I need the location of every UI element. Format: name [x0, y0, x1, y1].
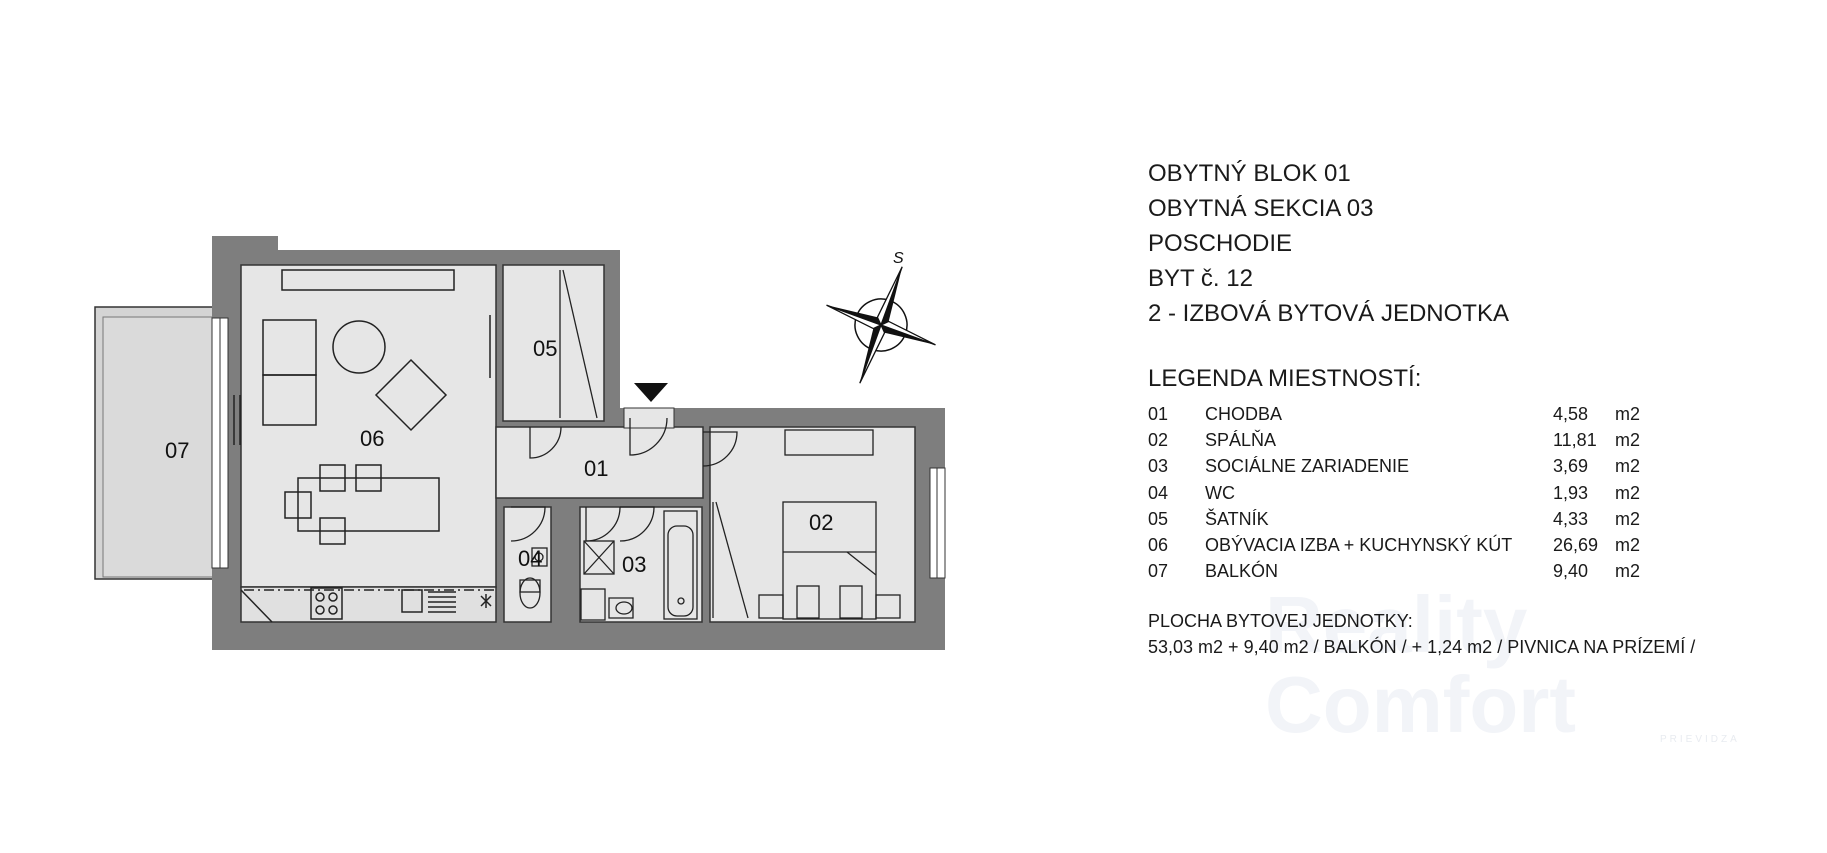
room-label-06: 06 [360, 426, 384, 451]
legend-name: OBÝVACIA IZBA + KUCHYNSKÝ KÚT [1205, 534, 1513, 555]
legend-unit: m2 [1615, 456, 1641, 477]
legend-name: ŠATNÍK [1205, 508, 1269, 529]
balcony [94, 306, 229, 580]
legend-area: 3,69 [1553, 456, 1589, 477]
room-label-02: 02 [809, 510, 833, 535]
closet-furniture [559, 269, 598, 419]
legend-unit: m2 [1615, 482, 1641, 503]
block-title: OBYTNÝ BLOK 01 [1148, 160, 1351, 187]
watermark-sub: PRIEVIDZA [1660, 734, 1740, 745]
legend-row: 02 SPÁLŇA 11,81 m2 [1148, 427, 1808, 453]
legend-num: 04 [1148, 482, 1169, 503]
entrance-arrow-icon [634, 383, 668, 402]
legend-row: 03 SOCIÁLNE ZARIADENIE 3,69 m2 [1148, 453, 1808, 479]
legend-name: SPÁLŇA [1205, 430, 1277, 451]
flat-title: BYT č. 12 [1148, 265, 1253, 292]
legend-unit: m2 [1615, 404, 1641, 424]
legend-unit: m2 [1615, 430, 1641, 451]
legend-title: LEGENDA MIESTNOSTÍ: [1148, 365, 1422, 392]
section-title: OBYTNÁ SEKCIA 03 [1148, 195, 1374, 222]
legend-area: 1,93 [1553, 482, 1589, 503]
legend-area: 9,40 [1553, 561, 1589, 582]
info-panel: OBYTNÝ BLOK 01 OBYTNÁ SEKCIA 03 POSCHODI… [1148, 156, 1808, 660]
legend-row: 06 OBÝVACIA IZBA + KUCHYNSKÝ KÚT 26,69 m… [1148, 532, 1808, 558]
living-furniture [233, 269, 494, 623]
window-right [929, 467, 946, 579]
room-label-03: 03 [622, 552, 646, 577]
legend-num: 02 [1148, 430, 1169, 451]
legend-num: 07 [1148, 561, 1169, 582]
legend-num: 01 [1148, 404, 1169, 424]
floor-title: POSCHODIE [1148, 230, 1293, 257]
legend-unit: m2 [1615, 508, 1641, 529]
bath-fixtures [580, 510, 698, 621]
bedroom-furniture [712, 429, 901, 620]
legend-num: 03 [1148, 456, 1169, 477]
legend-num: 05 [1148, 508, 1169, 529]
room-label-07: 07 [165, 438, 189, 463]
legend-area: 4,58 [1553, 404, 1589, 424]
compass-rose-icon [826, 266, 936, 384]
room-labels: 07 06 05 01 04 03 02 [165, 336, 833, 577]
legend-name: SOCIÁLNE ZARIADENIE [1205, 456, 1410, 477]
legend-unit: m2 [1615, 534, 1641, 555]
room-floors [240, 264, 916, 623]
legend-row: 07 BALKÓN 9,40 m2 [1148, 558, 1808, 584]
window-left [211, 317, 229, 569]
compass-label: S [893, 250, 904, 267]
area-summary-value: 53,03 m2 + 9,40 m2 / BALKÓN / + 1,24 m2 … [1148, 637, 1696, 658]
room-label-01: 01 [584, 456, 608, 481]
legend-table: 01 CHODBA 4,58 m2 02 SPÁLŇA 11,81 m2 03 … [1148, 401, 1808, 584]
legend-num: 06 [1148, 534, 1169, 555]
legend-row: 04 WC 1,93 m2 [1148, 480, 1808, 506]
legend-row: 01 CHODBA 4,58 m2 [1148, 401, 1808, 427]
flat-type: 2 - IZBOVÁ BYTOVÁ JEDNOTKA [1148, 300, 1509, 327]
room-label-04: 04 [518, 546, 542, 571]
legend-area: 26,69 [1553, 534, 1599, 555]
watermark-line2: Comfort [1265, 660, 1577, 749]
room-label-05: 05 [533, 336, 557, 361]
legend-area: 4,33 [1553, 508, 1589, 529]
legend-name: CHODBA [1205, 404, 1283, 424]
legend-name: BALKÓN [1205, 561, 1279, 582]
wc-fixtures [519, 547, 548, 609]
area-summary-label: PLOCHA BYTOVEJ JEDNOTKY: [1148, 611, 1413, 632]
legend-unit: m2 [1615, 561, 1641, 582]
legend-area: 11,81 [1553, 430, 1597, 451]
legend-row: 05 ŠATNÍK 4,33 m2 [1148, 506, 1808, 532]
floor-plan: 07 06 05 01 04 03 02 S [94, 236, 946, 650]
legend-name: WC [1205, 482, 1235, 503]
doors [510, 417, 738, 542]
